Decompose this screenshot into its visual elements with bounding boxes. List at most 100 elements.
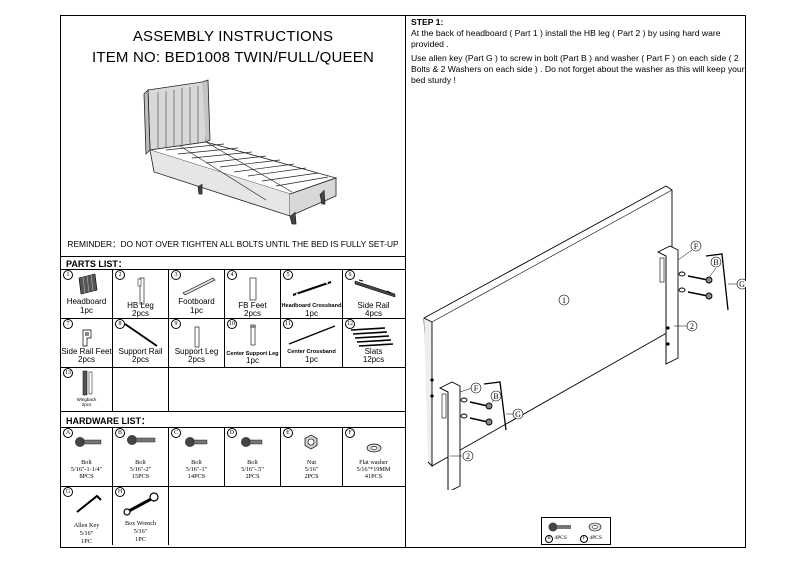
hardware-size: 5/16" <box>304 466 319 473</box>
hardware-letter: C <box>171 428 181 438</box>
hardware-qty: 1PC <box>81 538 92 545</box>
hardware-f: F Flat washer 5/16"*19MM 41PCS <box>343 427 404 486</box>
part-qty: 1pc <box>190 306 203 315</box>
step-1-instructions: STEP 1: At the back of headboard ( Part … <box>411 17 745 89</box>
hardware-g: G Allen Key 5/16" 1PC <box>61 486 112 545</box>
hardware-size: 5/16"-2" <box>129 466 152 473</box>
hardware-qty: 14PCS <box>187 473 206 480</box>
hardware-letter: G <box>63 487 73 497</box>
part-number: 5 <box>283 270 293 280</box>
grid-line <box>112 427 113 545</box>
part-number: 4 <box>227 270 237 280</box>
grid-line <box>168 269 169 411</box>
grid-line <box>280 427 281 486</box>
hardware-c: C Bolt 5/16"-1" 14PCS <box>169 427 224 486</box>
part-number: 7 <box>63 319 73 329</box>
hardware-needed-b: B 4PCS <box>545 535 567 543</box>
hb-leg-icon <box>137 277 145 305</box>
hardware-letter: E <box>283 428 293 438</box>
hardware-list-title: HARDWARE LIST： <box>66 416 150 426</box>
crossband-icon <box>292 281 332 296</box>
washer-icon <box>588 522 602 532</box>
hardware-letter: A <box>63 428 73 438</box>
hardware-qty: 1PC <box>135 536 146 543</box>
part-qty: 2pcs <box>78 355 95 364</box>
part-name: Headboard Crossband <box>281 303 342 309</box>
part-number: 3 <box>171 270 181 280</box>
part-name: Support Leg <box>174 347 219 356</box>
hardware-needed-f: F 4PCS <box>580 535 602 543</box>
allen-key-icon <box>76 494 102 513</box>
grid-line <box>112 269 113 367</box>
part-name: HB Leg <box>127 301 154 310</box>
divider-line <box>61 318 405 319</box>
part-name: Side Rail Feet <box>61 347 112 356</box>
part-name: Side Rail <box>357 301 390 310</box>
center-support-leg-icon <box>250 324 256 346</box>
part-qty: 1pc <box>305 309 318 318</box>
divider-line <box>61 486 405 487</box>
hardware-qty: 41PCS <box>364 473 383 480</box>
divider-line <box>61 256 405 257</box>
grid-line <box>342 269 343 367</box>
grid-line <box>224 427 225 486</box>
hardware-name: Box Wrench <box>124 520 157 527</box>
grid-line <box>342 427 343 486</box>
divider-line <box>61 427 405 428</box>
column-divider <box>405 15 406 548</box>
hardware-qty: 15PCS <box>131 473 150 480</box>
hardware-size: 5/16"-1-1/4" <box>70 466 103 473</box>
part-hb-leg: 2 HB Leg 2pcs <box>113 269 168 318</box>
hardware-needed-box: B 4PCS F 4PCS <box>541 517 611 545</box>
part-number: 6 <box>345 270 355 280</box>
hardware-qty: 2PCS <box>245 473 260 480</box>
step-paragraph-1: At the back of headboard ( Part 1 ) inst… <box>411 28 721 49</box>
part-qty: 2pcs <box>81 402 92 407</box>
part-wingback: 13 Wingback 2pcs <box>61 367 112 411</box>
hardware-qty: 8PCS <box>79 473 94 480</box>
callout-headboard: 1 <box>562 296 566 305</box>
assembly-diagram: 1 F B G 2 F B G 2 <box>423 185 746 490</box>
hardware-b: B Bolt 5/16"-2" 15PCS <box>113 427 168 486</box>
part-footboard: 3 Footboard 1pc <box>169 269 224 318</box>
part-name: Support Rail <box>118 347 163 356</box>
hardware-name: Bolt <box>81 459 92 466</box>
part-center-support-leg: 10 Center Support Leg 1pc <box>225 318 280 367</box>
part-side-rail: 6 Side Rail 4pcs <box>343 269 404 318</box>
slats-icon <box>350 327 394 347</box>
callout-washer: F <box>694 242 699 251</box>
part-name: Center Crossband <box>287 349 336 355</box>
part-qty: 2pcs <box>188 355 205 364</box>
part-number: 11 <box>283 319 293 329</box>
fb-feet-icon <box>249 277 257 301</box>
divider-line <box>61 411 405 412</box>
hardware-letter: F <box>345 428 355 438</box>
parts-list-title: PARTS LIST： <box>66 259 127 269</box>
callout-leg: 2 <box>690 322 694 331</box>
bolt-icon <box>185 437 208 447</box>
step-paragraph-2: Use allen key (Part G ) to screw in bolt… <box>411 53 745 85</box>
side-rail-icon <box>354 279 396 298</box>
part-name: Slats <box>364 347 383 356</box>
side-rail-feet-icon <box>82 329 92 347</box>
support-rail-icon <box>124 323 158 347</box>
box-wrench-icon <box>123 492 159 516</box>
bolt-icon <box>548 522 571 532</box>
part-name: Footboard <box>178 297 215 306</box>
hardware-name: Nut <box>306 459 317 466</box>
part-name: FB Feet <box>238 301 267 310</box>
part-number: 1 <box>63 270 73 280</box>
hardware-letter: F <box>580 535 588 543</box>
footboard-icon <box>182 277 216 295</box>
hardware-size: 5/16" <box>133 528 148 535</box>
hardware-a: A Bolt 5/16"-1-1/4" 8PCS <box>61 427 112 486</box>
hardware-e: E Nut 5/16" 2PCS <box>281 427 342 486</box>
part-name: Wingback <box>76 397 97 402</box>
hardware-d: D Bolt 5/16"-.5" 2PCS <box>225 427 280 486</box>
hardware-qty: 4PCS <box>554 535 567 541</box>
part-qty: 1pc <box>305 355 318 364</box>
part-number: 10 <box>227 319 237 329</box>
part-center-crossband: 11 Center Crossband 1pc <box>281 318 342 367</box>
hardware-size: 5/16"*19MM <box>356 466 391 473</box>
hardware-name: Bolt <box>247 459 258 466</box>
